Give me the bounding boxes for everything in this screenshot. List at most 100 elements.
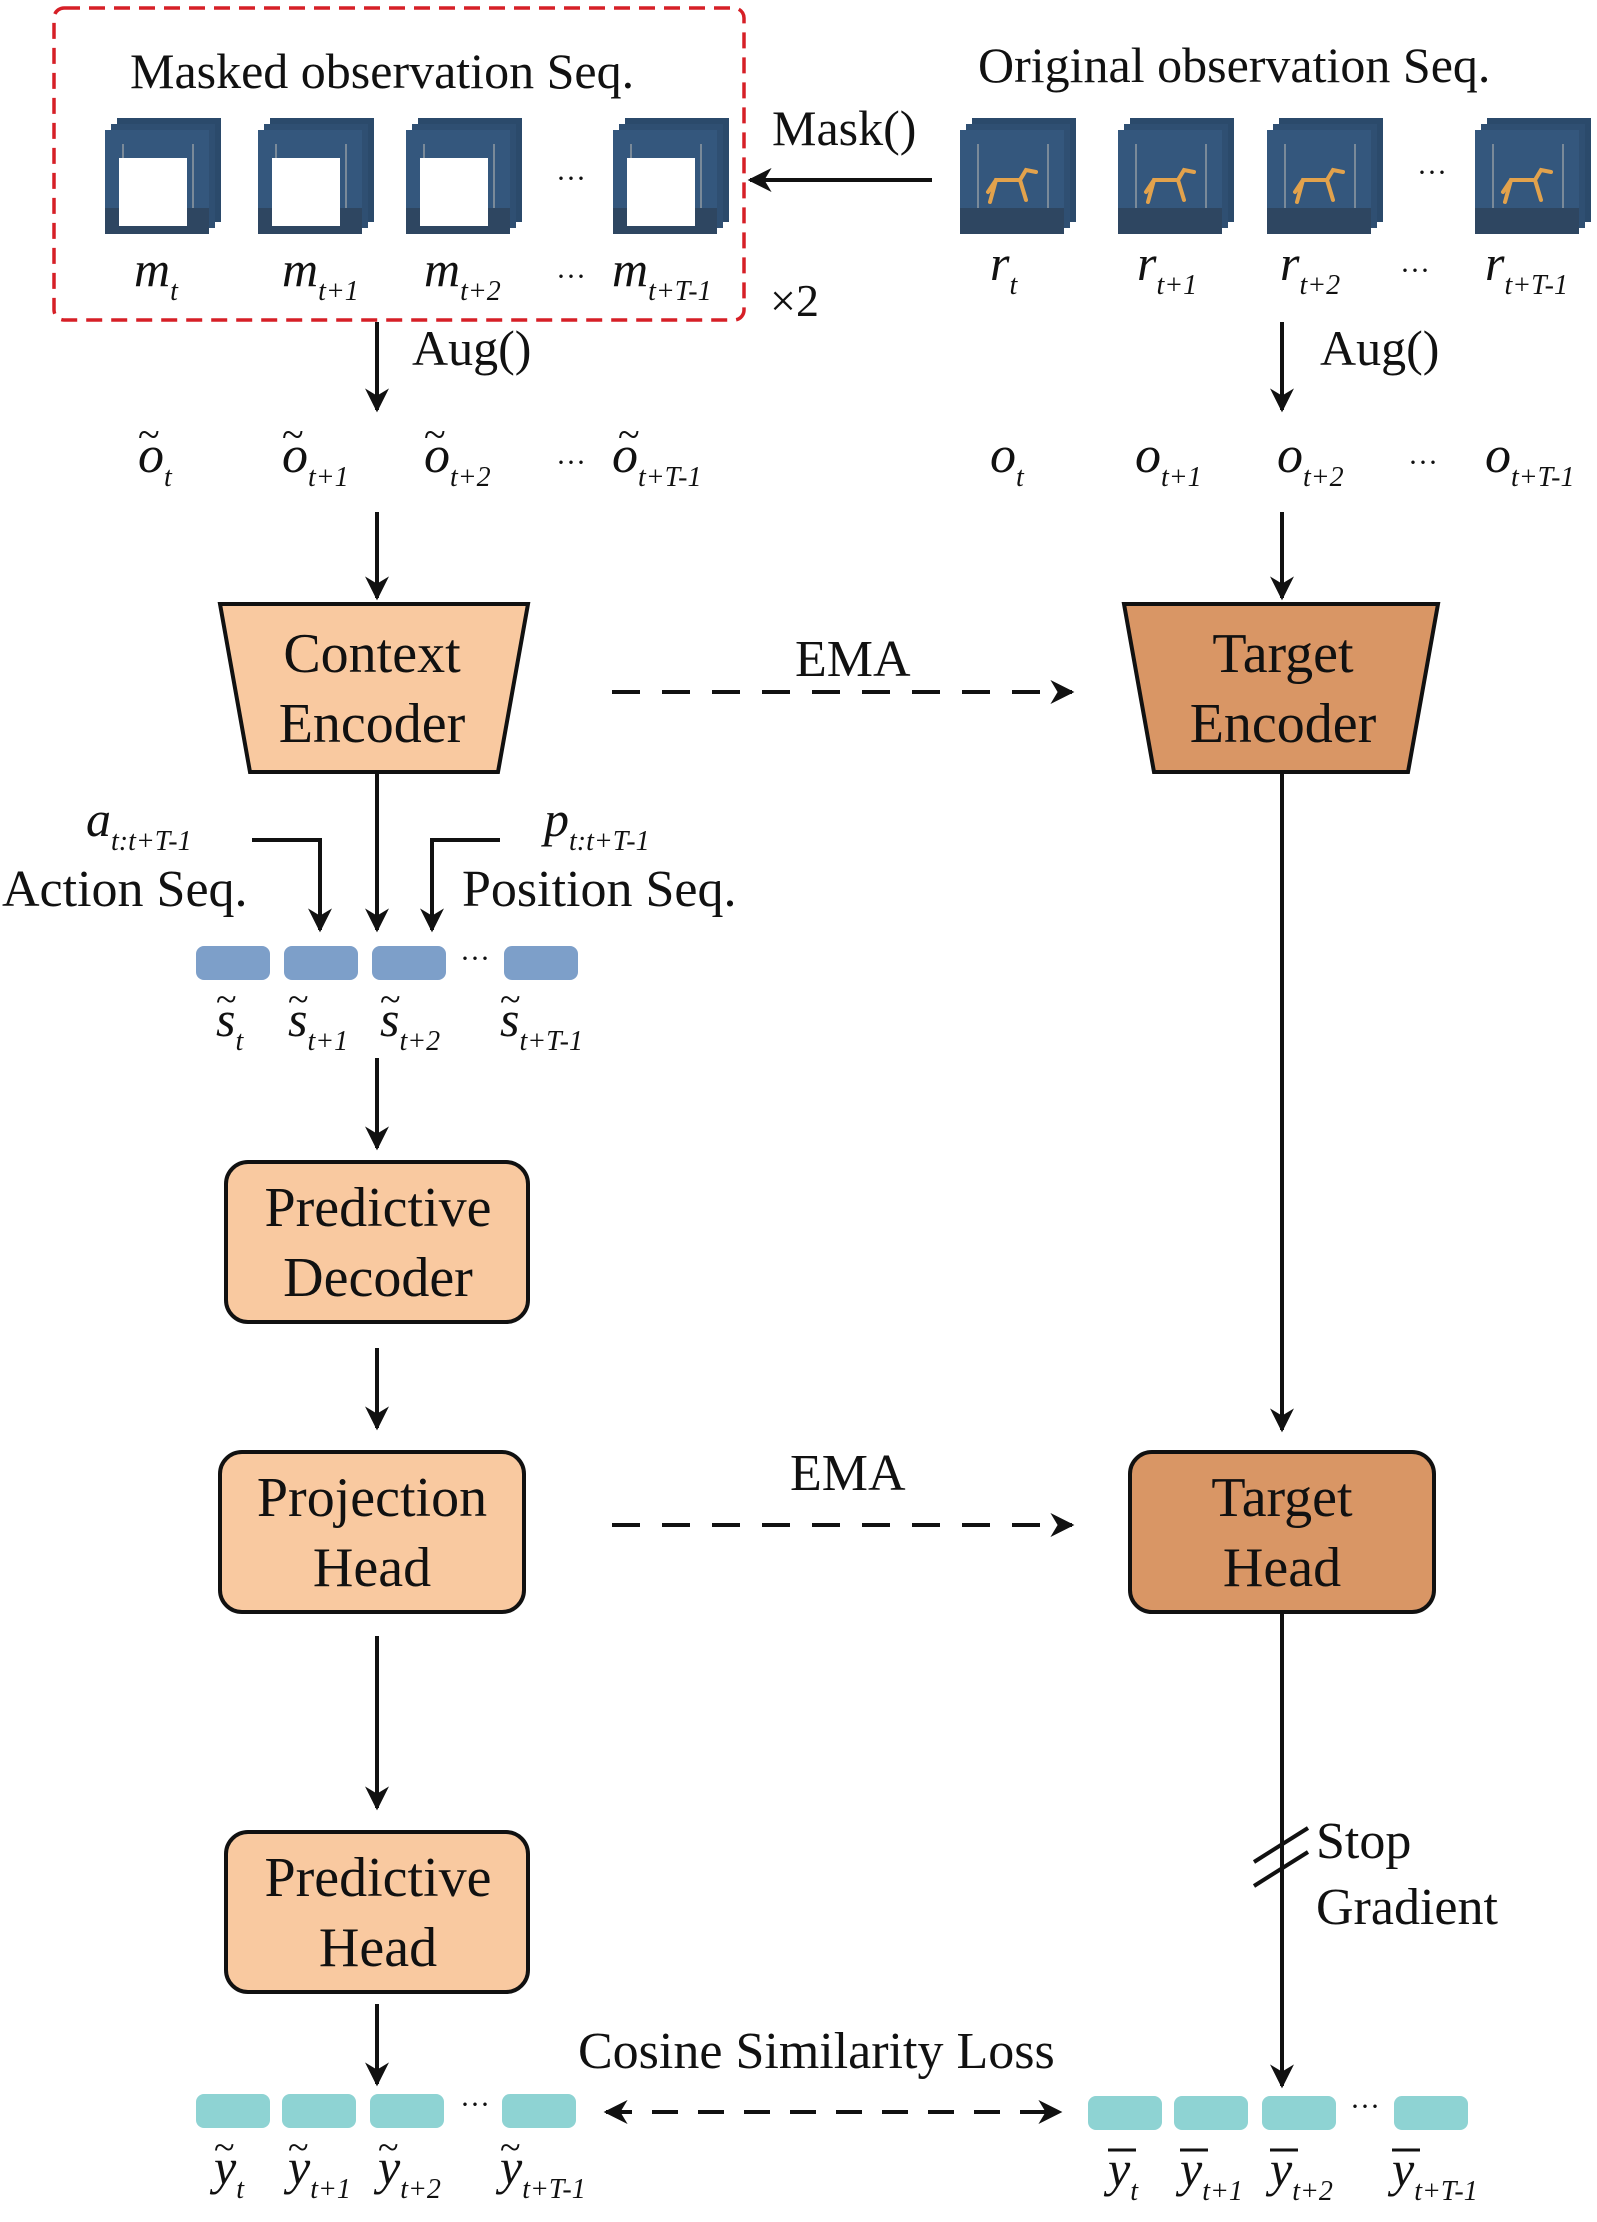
svg-text:Projection: Projection [257, 1467, 487, 1529]
masked-frame-t2 [405, 117, 523, 235]
action-symbol: at:t+T-1 [86, 791, 192, 857]
svg-text:mt+T-1: mt+T-1 [612, 241, 712, 307]
original-sequence-title: Original observation Seq. [978, 37, 1490, 93]
state-embed-t [196, 946, 270, 980]
action-arrow [252, 838, 332, 933]
target-encoder-block: Target Encoder [1121, 602, 1441, 774]
svg-text:Encoder: Encoder [1190, 693, 1377, 755]
svg-text:st+2: st+2 [380, 991, 440, 1057]
svg-text:ot+2: ot+2 [1277, 427, 1344, 493]
masked-frame-tT [612, 117, 730, 235]
svg-text:~: ~ [288, 2127, 309, 2169]
svg-text:Predictive: Predictive [264, 1177, 491, 1239]
original-frames-ellipsis: ··· [1417, 156, 1447, 189]
original-frame-t2 [1265, 116, 1385, 236]
pred-embed-t [196, 2094, 270, 2128]
ema-label-bottom: EMA [790, 1445, 906, 1502]
position-symbol: pt:t+T-1 [541, 791, 650, 857]
svg-text:Head: Head [319, 1917, 437, 1979]
original-frame-tT [1473, 116, 1593, 236]
svg-text:rt+T-1: rt+T-1 [1485, 235, 1568, 301]
svg-text:~: ~ [282, 412, 304, 457]
predicted-output-symbols: yt ~ yt+1 ~ yt+2 ~ yt+T-1 ~ [209, 2127, 586, 2205]
svg-text:st+T-1: st+T-1 [500, 991, 583, 1057]
ema-label-top: EMA [795, 631, 911, 688]
masked-frame-t1 [257, 117, 375, 235]
svg-text:~: ~ [618, 412, 640, 457]
target-embed-t [1088, 2096, 1162, 2130]
position-arrow [420, 838, 500, 933]
target-head-block: Target Head [1128, 1450, 1436, 1614]
svg-text:···: ··· [1400, 254, 1430, 287]
mask-function-label: Mask() [772, 100, 916, 156]
svg-text:Target: Target [1212, 623, 1354, 685]
svg-text:yt+1: yt+1 [1175, 2141, 1243, 2207]
svg-text:Head: Head [313, 1537, 431, 1599]
svg-text:mt+1: mt+1 [282, 241, 359, 307]
projection-head-block: Projection Head [218, 1450, 526, 1614]
svg-text:Target: Target [1211, 1467, 1353, 1529]
masked-frames-ellipsis: ··· [556, 162, 586, 195]
pred-embed-t2 [370, 2094, 444, 2128]
action-seq-label: Action Seq. [2, 861, 248, 918]
svg-text:~: ~ [288, 979, 309, 1021]
position-seq-label: Position Seq. [462, 861, 737, 918]
augmented-obs-row: ot ~ ot+1 ~ ot+2 ~ ··· ot+T-1 ~ [138, 412, 702, 493]
svg-text:yt: yt [209, 2139, 245, 2205]
aug-label-left: Aug() [412, 320, 531, 376]
latent-state-embeddings: ··· [196, 942, 578, 980]
masked-sequence-highlight-box [52, 6, 746, 322]
stop-gradient-marker [1252, 1826, 1310, 1888]
svg-text:~: ~ [500, 979, 521, 1021]
target-embed-t2 [1262, 2096, 1336, 2130]
svg-text:rt+1: rt+1 [1137, 235, 1197, 301]
svg-text:Predictive: Predictive [264, 1847, 491, 1909]
svg-text:rt+2: rt+2 [1280, 235, 1340, 301]
aug-label-right: Aug() [1320, 320, 1439, 376]
svg-text:···: ··· [460, 942, 490, 975]
masked-frame-t [104, 117, 222, 235]
state-embed-t1 [284, 946, 358, 980]
latent-state-symbols: st ~ st+1 ~ st+2 ~ st+T-1 ~ [216, 979, 583, 1057]
original-frame-t1 [1116, 116, 1236, 236]
svg-text:~: ~ [138, 412, 160, 457]
svg-text:mt: mt [134, 241, 179, 307]
svg-text:···: ··· [1408, 446, 1438, 479]
svg-text:Decoder: Decoder [283, 1247, 473, 1309]
svg-text:yt+1: yt+1 [283, 2139, 351, 2205]
predictive-head-block: Predictive Head [224, 1830, 530, 1994]
svg-text:yt: yt [1103, 2141, 1139, 2207]
svg-text:~: ~ [214, 2127, 235, 2169]
svg-text:Head: Head [1223, 1537, 1341, 1599]
svg-text:yt+2: yt+2 [373, 2139, 441, 2205]
cosine-loss-label: Cosine Similarity Loss [578, 2023, 1055, 2080]
svg-text:ot: ot [990, 427, 1025, 493]
svg-text:···: ··· [556, 446, 586, 479]
svg-text:~: ~ [380, 979, 401, 1021]
svg-text:ot+1: ot+1 [282, 427, 349, 493]
target-embed-t1 [1174, 2096, 1248, 2130]
svg-text:~: ~ [378, 2127, 399, 2169]
svg-text:···: ··· [460, 2088, 490, 2121]
target-embed-tT [1394, 2096, 1468, 2130]
svg-text:ot+1: ot+1 [1135, 427, 1202, 493]
state-embed-tT [504, 946, 578, 980]
original-symbols-row: rt rt+1 rt+2 ··· rt+T-1 [990, 235, 1568, 301]
pred-embed-tT [502, 2094, 576, 2128]
original-frame-t [958, 116, 1078, 236]
predicted-output-embeddings: ··· [196, 2088, 576, 2128]
svg-text:~: ~ [500, 2127, 521, 2169]
svg-text:Encoder: Encoder [279, 693, 466, 755]
svg-text:···: ··· [1350, 2090, 1380, 2123]
svg-text:st: st [216, 991, 244, 1057]
target-obs-row: ot ot+1 ot+2 ··· ot+T-1 [990, 427, 1575, 493]
stop-gradient-label-line2: Gradient [1316, 1879, 1498, 1936]
context-encoder-block: Context Encoder [217, 602, 531, 774]
predictive-decoder-block: Predictive Decoder [224, 1160, 530, 1324]
svg-text:Context: Context [283, 623, 461, 685]
target-output-embeddings: ··· [1088, 2090, 1468, 2130]
svg-text:~: ~ [424, 412, 446, 457]
target-output-symbols: yt yt+1 yt+2 yt+T-1 [1103, 2141, 1478, 2207]
times-two-label: ×2 [770, 275, 819, 326]
